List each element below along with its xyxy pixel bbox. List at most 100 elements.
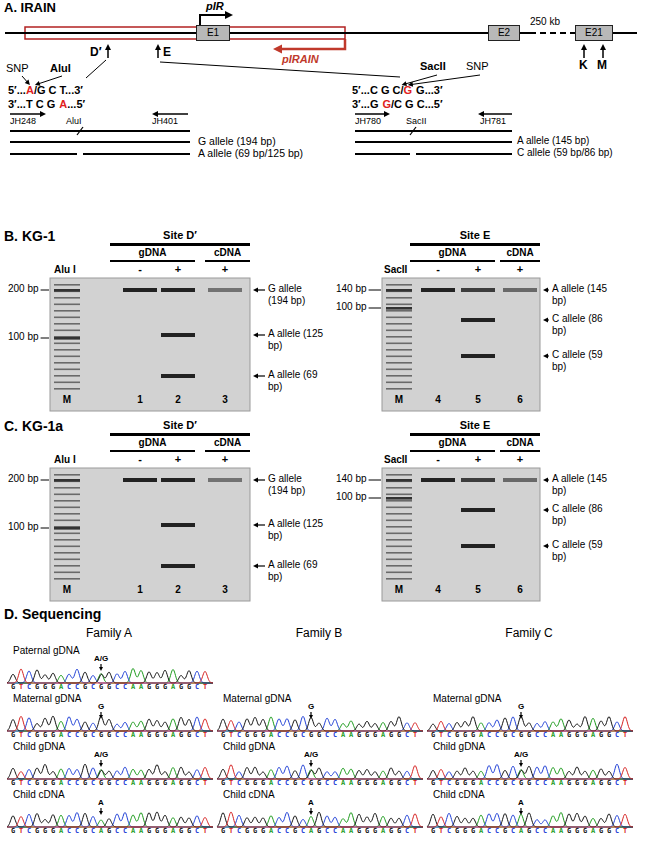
site-label: K — [579, 59, 588, 73]
base: G — [153, 731, 161, 740]
base: T — [227, 827, 235, 836]
base: A — [267, 827, 275, 836]
ladder-band — [54, 349, 80, 351]
chromatogram-trace — [427, 767, 633, 779]
primer-arrow-head — [384, 111, 390, 117]
site-header: Site E — [460, 419, 491, 432]
family-label: Family C — [505, 627, 552, 641]
primer-arrow — [483, 113, 512, 115]
pointer-arrow — [22, 76, 27, 82]
sequence-text: 3′...G — [352, 98, 378, 110]
base: A — [477, 827, 485, 836]
ladder-band — [54, 284, 80, 286]
base: A — [57, 779, 65, 788]
ladder-band — [54, 527, 80, 530]
base: C — [283, 827, 291, 836]
digest-sign: - — [436, 453, 440, 466]
base: G — [153, 827, 161, 836]
sequence-text: /C G C...5′ — [391, 98, 443, 110]
base: G — [565, 827, 573, 836]
base: C — [235, 779, 243, 788]
base: C — [541, 779, 549, 788]
sequence-text: G — [382, 98, 391, 110]
size-marker: 100 bp — [336, 491, 367, 503]
base: C — [485, 779, 493, 788]
base: T — [201, 827, 209, 836]
ladder-band — [54, 546, 80, 548]
base: C — [493, 827, 501, 836]
base: A — [557, 731, 565, 740]
base: A — [549, 731, 557, 740]
base: G — [469, 779, 477, 788]
lane-number: 5 — [475, 394, 481, 406]
allele-label: C allele (59 bp/86 bp) — [517, 147, 613, 159]
band-arrow-head — [253, 288, 258, 293]
base: G — [243, 827, 251, 836]
chromatogram-trace — [427, 716, 633, 731]
base: G — [219, 731, 227, 740]
base: G — [177, 827, 185, 836]
ladder-band — [54, 533, 80, 535]
base: A — [169, 731, 177, 740]
primer-label: JH401 — [152, 116, 178, 126]
dna-band — [461, 544, 495, 548]
base: C — [403, 731, 411, 740]
base: C — [73, 683, 81, 692]
base-calls: GTCGGGACCGCGGCCAAGGGAGGCT — [9, 731, 209, 740]
base: G — [259, 731, 267, 740]
base: C — [25, 683, 33, 692]
base: T — [621, 779, 629, 788]
base: C — [485, 827, 493, 836]
promoter-label: pIR — [206, 0, 224, 13]
band-arrow-head — [253, 564, 258, 569]
promoter-label: pIRAIN — [282, 53, 319, 66]
ladder-band — [386, 520, 412, 522]
chromatogram-trace — [427, 764, 633, 779]
base: G — [581, 731, 589, 740]
base: G — [429, 827, 437, 836]
chromatogram-trace — [217, 765, 423, 779]
band-label: G allele (194 bp) — [268, 283, 324, 306]
base: C — [73, 827, 81, 836]
pointer-arrow — [412, 75, 480, 84]
base: C — [25, 779, 33, 788]
base-calls: GTCGGGACCGCAGCCAAGGGAGGCT — [9, 827, 209, 836]
site-header: Site D′ — [163, 419, 197, 432]
band-arrow — [257, 334, 265, 335]
sequence-text: A — [59, 98, 67, 110]
gene-line — [612, 32, 637, 34]
base: G — [81, 683, 89, 692]
snp-label: SNP — [466, 60, 489, 73]
lane-number: M — [395, 394, 403, 406]
base: A — [137, 827, 145, 836]
base: A — [347, 779, 355, 788]
base: G — [605, 731, 613, 740]
base: G — [219, 827, 227, 836]
ladder-band — [386, 375, 412, 377]
base: T — [227, 731, 235, 740]
base-calls: GTCGGGACCGCAGCCAAGGGAGGCT — [219, 827, 419, 836]
base: G — [461, 827, 469, 836]
base: G — [97, 779, 105, 788]
base: A — [129, 683, 137, 692]
base: G — [355, 827, 363, 836]
position-arrow-head — [99, 763, 103, 767]
site-label: E — [163, 46, 171, 60]
lane-number: 3 — [222, 584, 228, 596]
band-arrow — [257, 479, 265, 480]
gene-segment — [520, 32, 575, 34]
dna-band — [421, 288, 455, 292]
allele-line — [10, 153, 77, 155]
ladder-band — [386, 356, 412, 358]
base: G — [9, 827, 17, 836]
chromatogram-trace — [7, 669, 213, 683]
ladder-band — [54, 500, 80, 502]
base: G — [429, 779, 437, 788]
band-arrow-head — [543, 478, 548, 483]
band-label: C allele (86 bp) — [552, 313, 612, 336]
base: G — [469, 827, 477, 836]
base: G — [145, 731, 153, 740]
base: G — [605, 779, 613, 788]
ladder-band — [54, 356, 80, 358]
base: G — [387, 731, 395, 740]
